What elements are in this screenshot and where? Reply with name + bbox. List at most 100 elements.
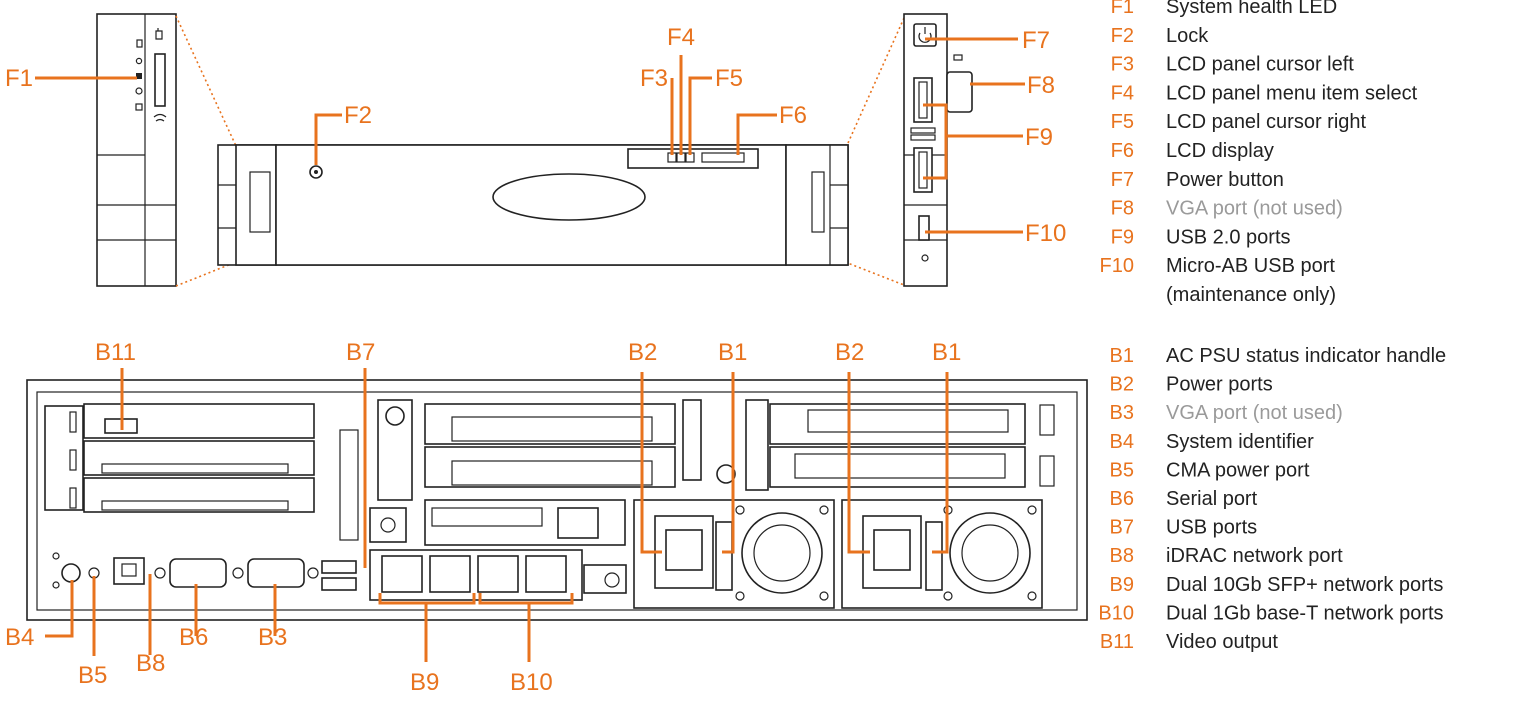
legend-code-f3: F3 [1111,54,1134,76]
leader-B1a [722,372,735,554]
callout-B8: B8 [136,650,165,677]
io-ports-bottom [52,549,627,601]
legend-desc-b4: System identifier [1166,431,1314,453]
legend-code-b7: B7 [1110,517,1134,539]
legend-desc-f2: Lock [1166,25,1209,47]
legend-desc-b6: Serial port [1166,488,1258,510]
vga-port-icon [946,71,973,113]
legend-desc-b10: Dual 1Gb base-T network ports [1166,602,1444,624]
status-indicator-icons [135,39,143,111]
legend-code-f6: F6 [1111,140,1134,162]
usb-port-1-icon [913,77,933,123]
callout-B7: B7 [346,339,375,366]
legend-code-b3: B3 [1110,402,1134,424]
callout-B2a: B2 [628,339,657,366]
legend-desc-f10-line2: (maintenance only) [1166,284,1336,306]
legend-code-b10: B10 [1098,602,1134,624]
sfp-port-2 [429,555,471,593]
callout-B11: B11 [95,339,136,366]
legend-code-f8: F8 [1111,198,1134,220]
leader-F6 [736,113,777,155]
lock-detail-icon [155,28,163,40]
legend-code-f1: F1 [1111,0,1134,18]
vga-port-back [247,558,305,588]
legend-code-b4: B4 [1110,431,1134,453]
legend-desc-f1: System health LED [1166,0,1337,18]
baset-port-1 [477,555,519,593]
sfp-port-1 [381,555,423,593]
legend-desc-b3: VGA port (not used) [1166,402,1343,424]
baset-port-2 [525,555,567,593]
psu-2 [841,499,1043,609]
callout-B1a: B1 [718,339,747,366]
legend-desc-f8: VGA port (not used) [1166,198,1343,220]
lcd-panel [627,148,759,169]
riser-slots-middle [369,399,736,546]
leader-B4 [45,580,74,638]
callout-B4: B4 [5,624,34,651]
legend-code-f7: F7 [1111,169,1134,191]
legend-desc-f6: LCD display [1166,140,1274,162]
legend-desc-b9: Dual 10Gb SFP+ network ports [1166,574,1443,596]
riser-slots-right [745,399,1055,491]
legend-desc-b5: CMA power port [1166,459,1310,481]
legend-code-b11: B11 [1100,631,1134,653]
legend-desc-f4: LCD panel menu item select [1166,82,1418,104]
legend-code-f9: F9 [1111,226,1134,248]
idrac-port [113,557,145,585]
leader-B10-bracket [478,593,574,605]
legend-desc-f5: LCD panel cursor right [1166,111,1367,133]
callout-F9: F9 [1025,124,1053,151]
front-bezel [217,144,849,266]
legend-code-f4: F4 [1111,82,1134,104]
legend-code-f10: F10 [1100,255,1134,277]
leader-B2a [640,372,662,554]
legend-code-b5: B5 [1110,459,1134,481]
callout-B1b: B1 [932,339,961,366]
legend-code-b1: B1 [1110,345,1134,367]
legend-code-f2: F2 [1111,25,1134,47]
legend-desc-f3: LCD panel cursor left [1166,54,1354,76]
leader-lines [35,37,1025,662]
legend-desc-f9: USB 2.0 ports [1166,226,1291,248]
back-panel [26,379,1088,621]
legend-desc-b11: Video output [1166,631,1278,653]
legend-code-b6: B6 [1110,488,1134,510]
leader-F5 [688,76,712,155]
legend-desc-f10: Micro-AB USB port [1166,255,1335,277]
legend-desc-b8: iDRAC network port [1166,545,1343,567]
legend-desc-b7: USB ports [1166,517,1257,539]
callout-labels: F1 F2 F3 F4 F5 F6 F7 F8 F9 F10 B11 B7 B2… [5,24,1066,696]
callout-B3: B3 [258,624,287,651]
legend-desc-b1: AC PSU status indicator handle [1166,345,1446,367]
callout-B6: B6 [179,624,208,651]
callout-F8: F8 [1027,72,1055,99]
health-led-icon [136,73,142,79]
psu-handle-2 [925,521,943,591]
leader-B2b [847,372,870,554]
legend-desc-b2: Power ports [1166,374,1273,396]
bezel-logo-oval [492,173,646,221]
callout-B5: B5 [78,662,107,689]
legend-code-b8: B8 [1110,545,1134,567]
leader-B1b [932,372,949,554]
callout-F4: F4 [667,24,695,51]
front-left-detail [96,13,177,287]
front-right-detail [903,13,973,287]
callout-B2b: B2 [835,339,864,366]
callout-B9: B9 [410,669,439,696]
lcd-display [701,152,745,163]
callout-F7: F7 [1022,27,1050,54]
wireless-icon [153,113,167,122]
psu-handle-1 [715,521,733,591]
usb-port-a [321,560,357,574]
legend-code-b9: B9 [1110,574,1134,596]
callout-B10: B10 [510,669,553,696]
callout-F5: F5 [715,65,743,92]
callout-F6: F6 [779,102,807,129]
legend-code-b2: B2 [1110,374,1134,396]
usb-port-b [321,577,357,591]
